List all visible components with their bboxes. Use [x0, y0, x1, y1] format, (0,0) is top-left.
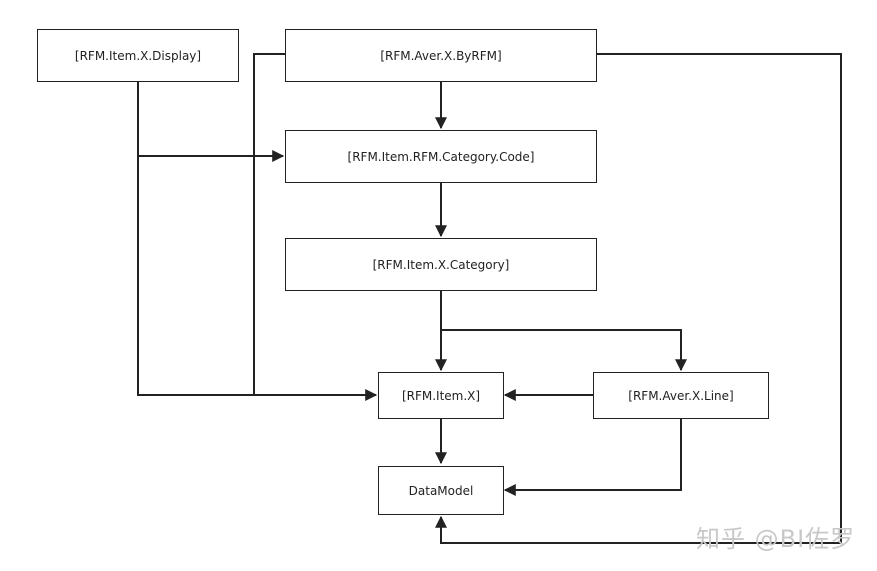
node-item-x-category: [RFM.Item.X.Category] — [285, 238, 597, 291]
node-datamodel: DataModel — [378, 466, 504, 515]
edge-aver-line-to-datamodel — [503, 419, 682, 496]
node-aver-x-line: [RFM.Aver.X.Line] — [593, 372, 769, 419]
node-item-x: [RFM.Item.X] — [378, 372, 504, 419]
edge-display-to-item-x — [137, 81, 378, 401]
edge-x-category-to-aver-line — [441, 329, 687, 372]
node-item-rfm-category-code: [RFM.Item.RFM.Category.Code] — [285, 130, 597, 183]
edge-byrfm-to-item-x — [253, 53, 285, 395]
node-item-x-display: [RFM.Item.X.Display] — [37, 29, 239, 82]
watermark: 知乎 @BI佐罗 — [696, 525, 856, 553]
node-aver-x-byrfm: [RFM.Aver.X.ByRFM] — [285, 29, 597, 82]
edge-byrfm-to-datamodel — [435, 53, 842, 544]
